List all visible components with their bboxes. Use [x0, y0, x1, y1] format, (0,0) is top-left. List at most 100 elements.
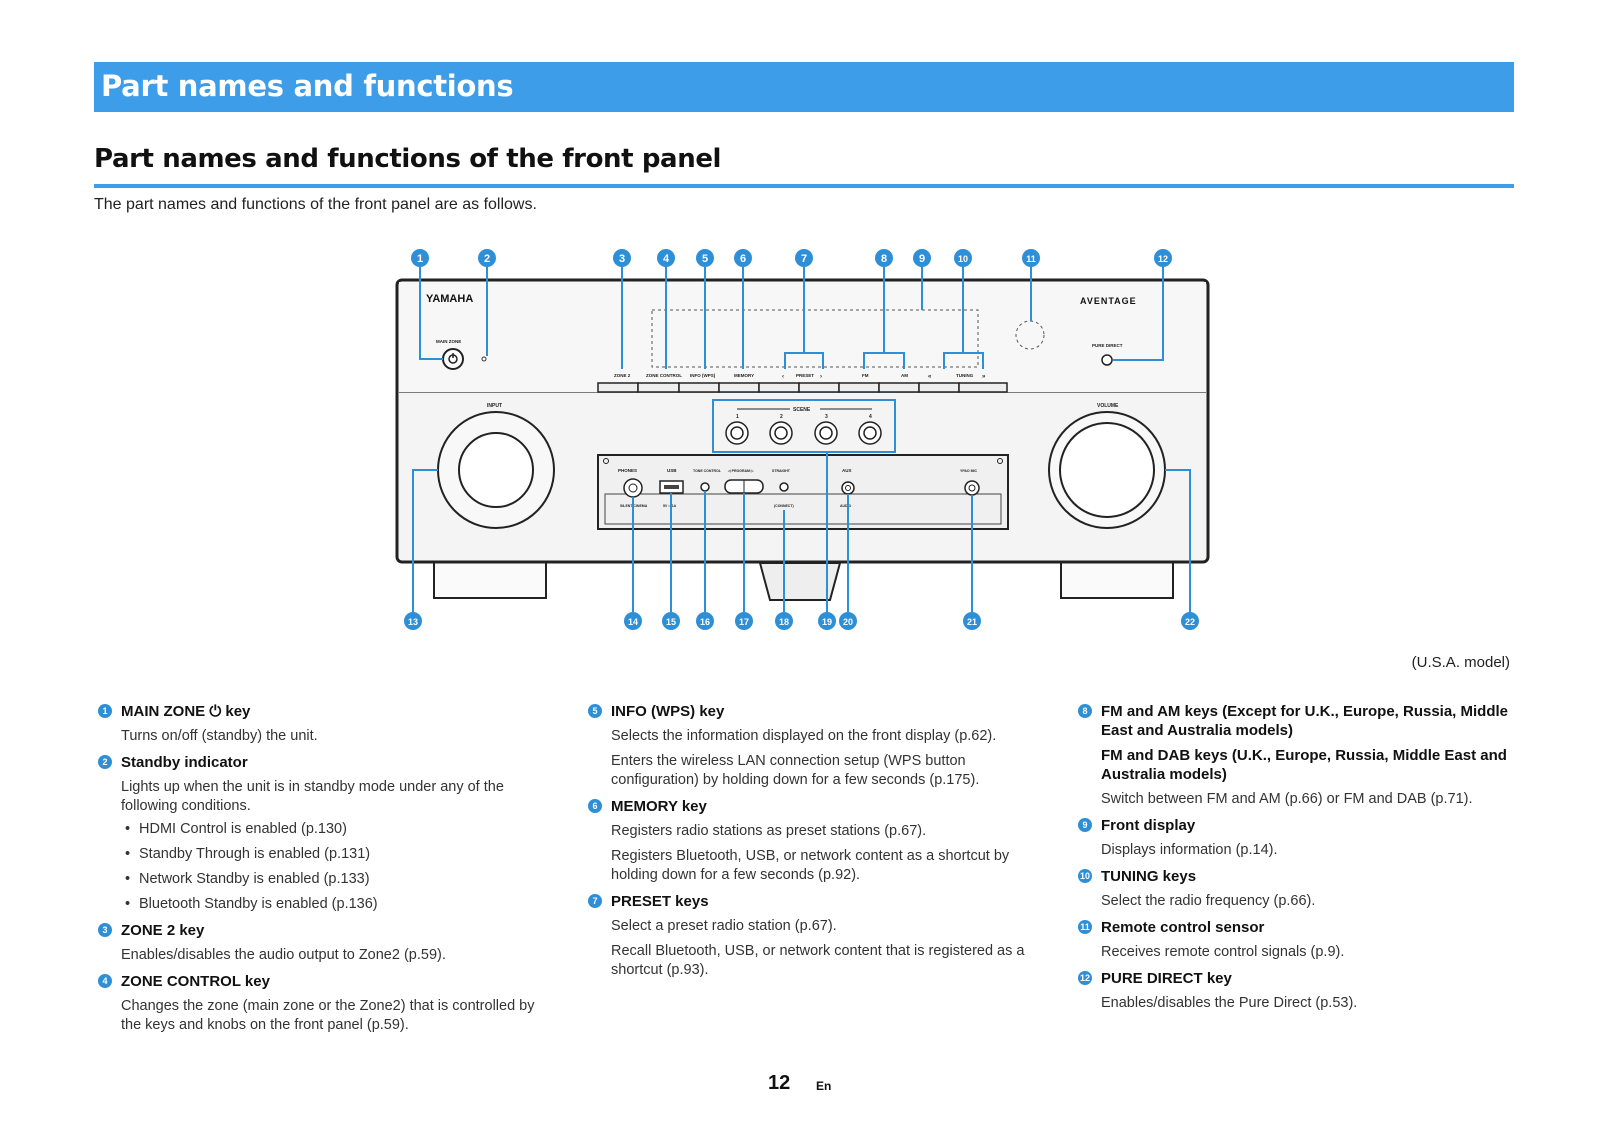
svg-text:FM: FM: [862, 373, 869, 378]
svg-text:8: 8: [881, 253, 887, 265]
svg-text:10: 10: [958, 254, 968, 264]
item-desc: Select the radio frequency (p.66).: [1101, 893, 1316, 909]
page-title: Part names and functions: [101, 69, 514, 103]
item-title: TUNING keys: [1101, 868, 1197, 885]
callout-18: [775, 612, 793, 630]
svg-text:◁ PROGRAM ▷: ◁ PROGRAM ▷: [727, 469, 755, 473]
callout-20: [839, 612, 857, 630]
item-number: 1: [98, 704, 112, 718]
callout-3: [613, 249, 631, 267]
svg-text:3: 3: [825, 414, 828, 420]
pure-direct-button[interactable]: [1101, 354, 1113, 366]
item-title: Standby indicator: [121, 754, 248, 771]
item-number: 4: [98, 974, 112, 988]
item-standby-indicator: 2 Standby indicator Lights up when the un…: [98, 753, 538, 914]
item-subtitle: FM and DAB keys (U.K., Europe, Russia, M…: [1101, 747, 1507, 783]
callout-13: [404, 612, 422, 630]
tone-control-button: [700, 482, 710, 492]
item-desc: Selects the information displayed on the…: [611, 728, 997, 744]
svg-text:MAIN ZONE: MAIN ZONE: [436, 339, 461, 344]
standby-conditions-list: HDMI Control is enabled (p.130) Standby …: [121, 820, 538, 914]
callout-4: [657, 249, 675, 267]
item-number: 9: [1078, 818, 1092, 832]
item-number: 3: [98, 923, 112, 937]
svg-text:4: 4: [663, 253, 670, 265]
page-language: En: [816, 1079, 832, 1093]
item-title: PRESET keys: [611, 893, 709, 910]
series-logo: AVENTAGE: [1080, 296, 1137, 306]
svg-text:22: 22: [1185, 617, 1195, 627]
svg-text:1: 1: [736, 414, 739, 420]
svg-text:14: 14: [628, 617, 638, 627]
svg-text:3: 3: [619, 253, 625, 265]
callout-5: [696, 249, 714, 267]
callout-leaders: [412, 267, 1191, 612]
callout-15: [662, 612, 680, 630]
item-desc: Lights up when the unit is in standby mo…: [121, 779, 504, 814]
straight-button: [779, 482, 789, 492]
svg-text:7: 7: [801, 253, 807, 265]
right-foot: [1060, 559, 1174, 599]
svg-text:15: 15: [666, 617, 676, 627]
item-title: MEMORY key: [611, 798, 707, 815]
header-banner: Part names and functions: [94, 62, 1514, 112]
svg-text:5V ═ 1A: 5V ═ 1A: [663, 504, 677, 508]
svg-text:VOLUME: VOLUME: [1097, 403, 1119, 409]
callout-6: [734, 249, 752, 267]
svg-text:TUNING: TUNING: [956, 373, 974, 378]
callout-markers: 1 2 3 4 5 6 7 8 9 10 11 12 13 14 15 16 1…: [404, 249, 1199, 630]
callout-14: [624, 612, 642, 630]
item-title: ZONE 2 key: [121, 922, 205, 939]
item-desc: Enables/disables the Pure Direct (p.53).: [1101, 995, 1358, 1011]
svg-text:ZONE 2: ZONE 2: [614, 373, 631, 378]
item-number: 2: [98, 755, 112, 769]
item-number: 11: [1078, 920, 1092, 934]
callout-1: [411, 249, 429, 267]
svg-text:ZONE CONTROL: ZONE CONTROL: [646, 373, 682, 378]
item-desc: Displays information (p.14).: [1101, 842, 1278, 858]
svg-text:PURE DIRECT: PURE DIRECT: [1092, 343, 1123, 348]
svg-text:9: 9: [919, 253, 925, 265]
svg-text:PRESET: PRESET: [796, 373, 814, 378]
svg-text:11: 11: [1026, 254, 1036, 264]
item-desc: Enters the wireless LAN connection setup…: [611, 753, 980, 788]
item-desc: Enables/disables the audio output to Zon…: [121, 947, 446, 963]
front-display: [651, 309, 979, 368]
callout-10: [954, 249, 972, 267]
brand-logo: YAMAHA: [426, 293, 473, 305]
svg-text:18: 18: [779, 617, 789, 627]
remote-sensor: [1015, 320, 1045, 350]
svg-text:SCENE: SCENE: [793, 407, 811, 413]
callout-8: [875, 249, 893, 267]
list-item: HDMI Control is enabled (p.130): [121, 820, 538, 839]
item-title: FM and AM keys (Except for U.K., Europe,…: [1101, 703, 1509, 739]
callout-2: [478, 249, 496, 267]
list-item: Bluetooth Standby is enabled (p.136): [121, 895, 538, 914]
item-number: 12: [1078, 971, 1092, 985]
svg-text:TONE CONTROL: TONE CONTROL: [693, 469, 722, 473]
item-zone2-key: 3 ZONE 2 key Enables/disables the audio o…: [98, 921, 538, 965]
svg-text:2: 2: [484, 253, 490, 265]
item-title: ZONE CONTROL key: [121, 973, 270, 990]
main-zone-power-button[interactable]: [442, 348, 464, 370]
svg-text:USB: USB: [667, 468, 677, 473]
svg-text:INPUT: INPUT: [487, 403, 502, 409]
svg-text:AM: AM: [901, 373, 908, 378]
callout-11: [1022, 249, 1040, 267]
item-desc: Switch between FM and AM (p.66) or FM an…: [1101, 791, 1473, 807]
svg-text:(CONNECT): (CONNECT): [774, 504, 794, 508]
item-desc: Registers Bluetooth, USB, or network con…: [611, 848, 1010, 883]
svg-text:5: 5: [702, 253, 708, 265]
svg-text:19: 19: [822, 617, 832, 627]
svg-text:4: 4: [869, 414, 872, 420]
section-intro: The part names and functions of the fron…: [94, 196, 537, 213]
front-key-strip: [597, 382, 1008, 393]
svg-text:6: 6: [740, 253, 746, 265]
